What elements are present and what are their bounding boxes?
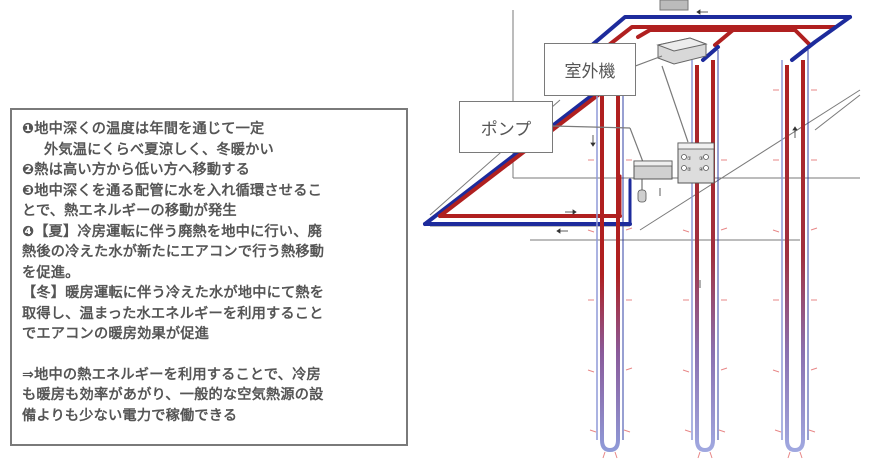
pump-device	[633, 160, 673, 203]
explanation-line-12: ⇒地中の熱エネルギーを利用することで、冷房	[22, 366, 321, 383]
explanation-line-14: 備よりも少ない電力で稼働できる	[22, 407, 238, 424]
explanation-line-7: 熱後の冷えた水が新たにエアコンで行う熱移動	[22, 244, 325, 260]
explanation-line-3: ❷熱は高い方から低い方へ移動する	[22, 162, 251, 178]
outdoor-unit-label-text: 室外機	[564, 62, 616, 82]
port-label-2: ②	[687, 167, 692, 173]
outdoor-unit-label: 室外機	[544, 43, 636, 96]
explanation-line-11: でエアコンの暖房効果が促進	[22, 326, 210, 342]
flow-arrows	[556, 9, 798, 288]
manifold-box: ① ② ③ ④	[677, 142, 715, 184]
explanation-line-9: 【冬】暖房運転に伴う冷えた水が地中にて熱を	[22, 285, 325, 301]
explanation-line-6: ❹【夏】冷房運転に伴う廃熱を地中に行い、廃	[22, 223, 322, 240]
explanation-line-5: とで、熱エネルギーの移動が発生	[22, 203, 237, 219]
pump-label-text: ポンプ	[480, 119, 532, 140]
ground-loop-3	[781, 50, 809, 453]
pump-label: ポンプ	[459, 101, 553, 153]
explanation-line-13: も暖房も効率があがり、一般的な空気熱源の設	[22, 387, 324, 403]
explanation-line-8: を促進。	[22, 264, 80, 281]
explanation-line-2: 外気温にくらべ夏涼しく、冬暖かい	[44, 141, 274, 158]
explanation-line-4: ❸地中深くを通る配管に水を入れ循環させるこ	[22, 182, 322, 199]
ground-loop-2	[691, 50, 719, 453]
explanation-line-10: 取得し、温まった水エネルギーを利用すること	[22, 305, 324, 322]
outdoor-unit-device	[656, 0, 708, 65]
port-label-4: ④	[699, 167, 704, 173]
explanation-line-1: ❶地中深くの温度は年間を通じて一定	[22, 121, 265, 137]
port-label-1: ①	[687, 156, 692, 162]
port-label-3: ③	[699, 156, 703, 162]
ground-loop-1	[596, 60, 624, 453]
explanation-box: ❶地中深くの温度は年間を通じて一定 外気温にくらべ夏涼しく、冬暖かい ❷熱は高い…	[10, 108, 408, 446]
